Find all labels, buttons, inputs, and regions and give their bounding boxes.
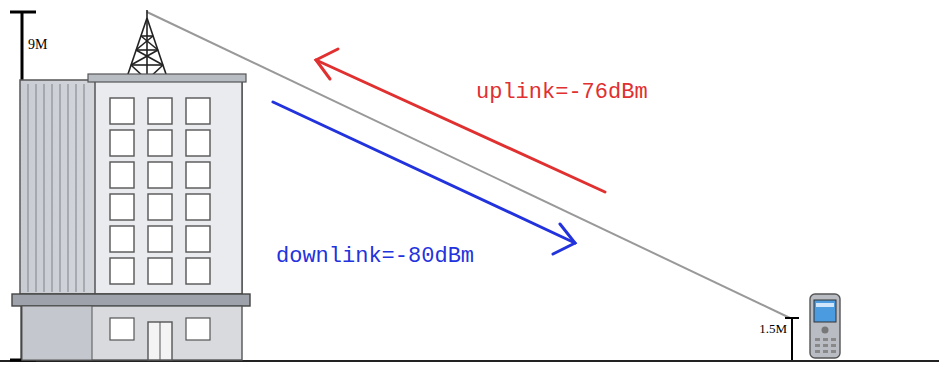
phone-height-dimension: [785, 318, 799, 360]
antenna-tower: [126, 10, 168, 80]
sight-line: [147, 12, 790, 318]
building: [12, 74, 250, 360]
uplink-label: uplink=-76dBm: [476, 82, 648, 104]
mobile-phone: [810, 294, 840, 358]
downlink-label: downlink=-80dBm: [276, 246, 474, 268]
phone-height-label: 1.5M: [759, 322, 787, 335]
uplink-arrow: [316, 49, 605, 192]
height-label: 9M: [28, 38, 47, 52]
downlink-arrow: [273, 102, 575, 254]
